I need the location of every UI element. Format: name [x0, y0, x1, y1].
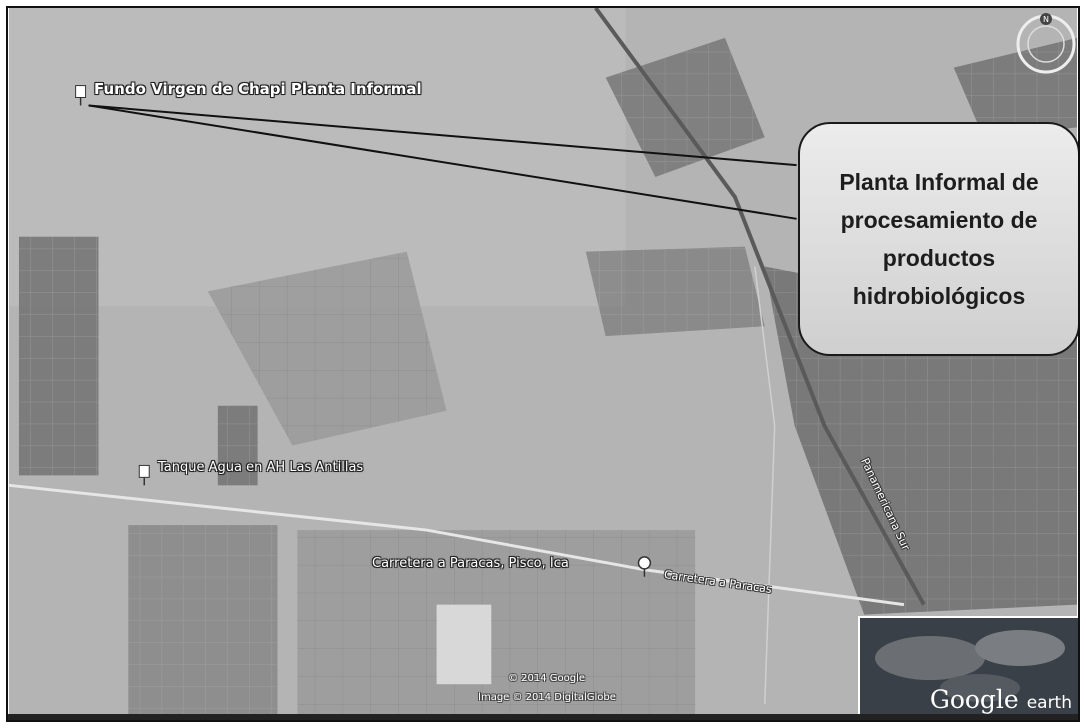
copyright-credit: © 2014 Google: [508, 673, 586, 684]
callout-line: productos: [882, 245, 996, 271]
callout-pointer-upper: [88, 104, 797, 167]
globe-thumbnail: [860, 618, 1078, 720]
left-fields: [18, 236, 99, 476]
annotation-callout: Planta Informal de procesamiento de prod…: [798, 122, 1078, 356]
road-carretera-paracas: [8, 483, 905, 607]
placemark-label[interactable]: Carretera a Paracas, Pisco, Ica: [372, 556, 569, 571]
brand-suffix: earth: [1026, 693, 1072, 713]
road-secondary: [754, 266, 776, 705]
satellite-map[interactable]: [8, 8, 1078, 720]
callout-line: procesamiento de: [840, 207, 1038, 233]
mid-fields: [585, 246, 765, 337]
left-fields-2: [217, 405, 258, 486]
callout-line: Planta Informal de: [839, 169, 1039, 195]
placemark-label[interactable]: Fundo Virgen de Chapi Planta Informal: [94, 80, 422, 98]
callout-pointer-lower: [88, 104, 797, 220]
lighter-area: [9, 8, 626, 307]
brand-wordmark: Google earth: [930, 685, 1072, 714]
placemark-label[interactable]: Tanque Agua en AH Las Antillas: [158, 460, 364, 475]
pushpin-icon[interactable]: [138, 464, 150, 486]
compass-north-label: N: [1043, 15, 1049, 24]
bottom-fields: [297, 530, 696, 715]
brand-name: Google: [929, 685, 1019, 714]
compass-icon[interactable]: N: [1014, 12, 1078, 76]
google-earth-logo: Google earth: [858, 616, 1078, 720]
callout-line: hidrobiológicos: [852, 283, 1026, 309]
imagery-credit: Image © 2014 DigitalGlobe: [478, 692, 616, 703]
location-marker-icon[interactable]: [637, 556, 652, 577]
status-strip: [8, 714, 1078, 720]
light-patch: [436, 604, 492, 685]
pushpin-icon[interactable]: [75, 85, 87, 106]
bottom-left-fields: [128, 525, 278, 715]
road-panamericana-sur: [594, 8, 926, 606]
callout-text: Planta Informal de procesamiento de prod…: [814, 163, 1064, 315]
map-frame: Fundo Virgen de Chapi Planta Informal Ta…: [6, 6, 1080, 722]
central-field: [207, 251, 447, 446]
